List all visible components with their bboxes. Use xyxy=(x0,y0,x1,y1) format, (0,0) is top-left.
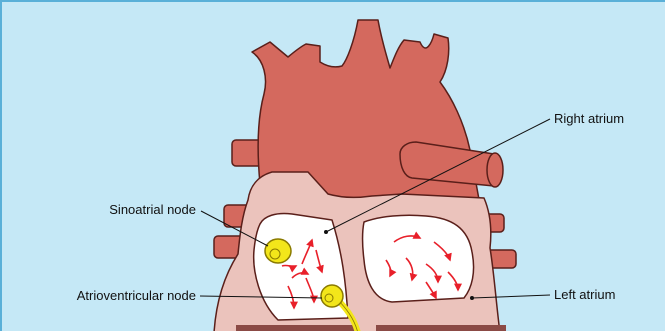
septum-band-right xyxy=(236,325,356,331)
left-atrium-chamber xyxy=(363,215,474,302)
sinoatrial-node-label: Sinoatrial node xyxy=(109,202,196,217)
right-atrium-label: Right atrium xyxy=(554,111,624,126)
left-atrium-label: Left atrium xyxy=(554,287,615,302)
atrioventricular-node-label: Atrioventricular node xyxy=(77,288,196,303)
septum-band-left xyxy=(376,325,506,331)
sinoatrial-node xyxy=(265,239,291,263)
atrioventricular-node xyxy=(321,285,343,307)
pulmonary-stub-end xyxy=(487,153,503,187)
